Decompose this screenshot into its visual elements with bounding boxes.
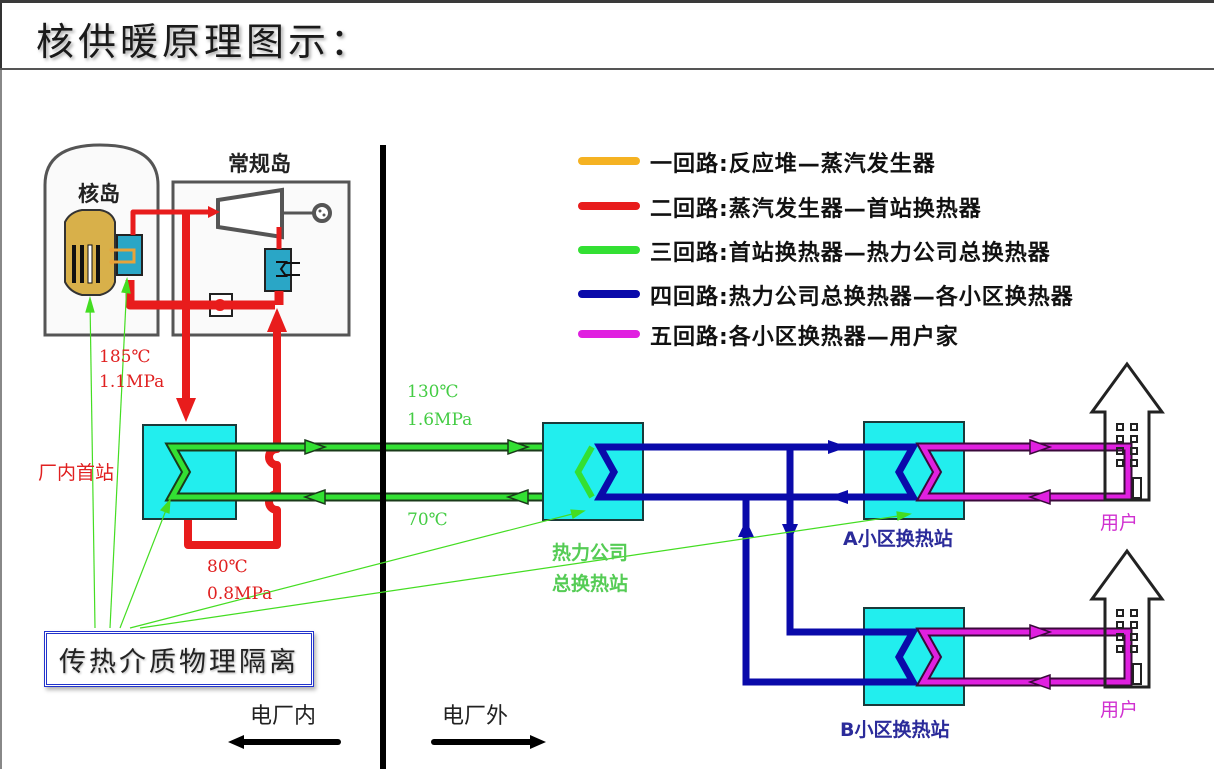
loop3-return-temp: 70℃ <box>407 510 448 530</box>
heating-diagram <box>43 143 1165 769</box>
user-b-label: 用户 <box>1100 699 1139 721</box>
inside-plant-label: 电厂内 <box>250 704 317 729</box>
outside-plant-label: 电厂外 <box>442 704 509 729</box>
title-divider <box>0 68 1214 70</box>
station-a-label: A小区换热站 <box>843 528 953 550</box>
conventional-island-label: 常规岛 <box>228 152 291 176</box>
house-b-icon <box>1089 548 1165 689</box>
outside-arrow-icon <box>431 735 546 749</box>
loop5-pipes <box>915 438 1133 691</box>
legend-item-loop4: 四回路:热力公司总换热器—各小区换热器 <box>650 285 1074 310</box>
user-a-label: 用户 <box>1100 512 1139 534</box>
loop2-pipes <box>125 206 287 549</box>
station-b-label: B小区换热站 <box>840 719 950 741</box>
station-a-exchanger <box>863 421 965 520</box>
heat-company-exchanger <box>542 422 644 521</box>
left-border <box>0 70 2 769</box>
page-title: 核供暖原理图示： <box>36 20 373 64</box>
loop3-supply-temp: 130℃ <box>407 382 459 402</box>
house-a-icon <box>1089 361 1165 502</box>
turbine-icon <box>216 187 284 240</box>
station-b-exchanger <box>863 607 965 706</box>
heat-company-label-1: 热力公司 <box>552 542 629 564</box>
arrow-up <box>267 308 287 332</box>
loop4-pipes <box>594 440 919 686</box>
nuclear-island-label: 核岛 <box>78 182 120 206</box>
legend-swatches <box>578 157 640 338</box>
top-border <box>0 0 1214 3</box>
first-station-label: 厂内首站 <box>38 462 115 484</box>
isolation-note-box: 传热介质物理隔离 <box>44 631 314 687</box>
loop2-return-pressure: 0.8MPa <box>207 584 273 604</box>
loop2-return-temp: 80℃ <box>207 557 248 577</box>
title-bar: 核供暖原理图示： <box>0 3 1214 69</box>
generator-icon <box>312 203 332 223</box>
legend-item-loop5: 五回路:各小区换热器—用户家 <box>650 325 959 350</box>
legend-item-loop3: 三回路:首站换热器—热力公司总换热器 <box>650 241 1051 266</box>
isolation-note: 传热介质物理隔离 <box>59 646 299 678</box>
loop3-supply-pressure: 1.6MPa <box>407 410 473 430</box>
loop2-supply-temp: 185℃ <box>99 347 151 367</box>
condenser-icon <box>264 248 292 292</box>
inside-arrow-icon <box>228 735 341 749</box>
conventional-island <box>171 180 351 337</box>
isolation-pointers <box>85 276 912 629</box>
legend-item-loop1: 一回路:反应堆—蒸汽发生器 <box>650 152 936 177</box>
legend-item-loop2: 二回路:蒸汽发生器—首站换热器 <box>650 197 982 222</box>
heat-company-label-2: 总换热站 <box>552 573 629 595</box>
arrow-down <box>176 398 196 422</box>
steam-generator-icon <box>109 234 143 276</box>
reactor-icon <box>64 209 116 296</box>
loop2-supply-pressure: 1.1MPa <box>99 372 165 392</box>
